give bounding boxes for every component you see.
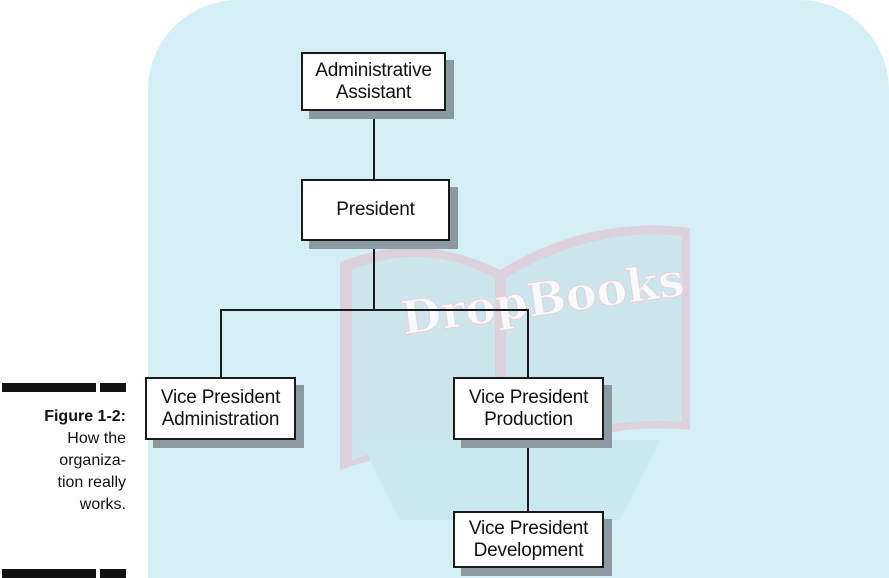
caption-bottom-rule <box>2 569 126 578</box>
node-president: President <box>301 179 450 241</box>
node-label-line: Vice President <box>160 386 281 408</box>
node-label-line: Administrative <box>315 59 432 81</box>
node-label-line: Development <box>473 539 584 561</box>
node-label-line: Administration <box>161 408 280 430</box>
caption-line: works. <box>79 496 126 513</box>
figure-label: Figure 1-2: <box>44 408 126 425</box>
node-label-line: Assistant <box>335 81 412 103</box>
node-label-line: Vice President <box>468 517 589 539</box>
node-vp-development: Vice President Development <box>453 511 604 568</box>
node-label-line: President <box>336 199 415 220</box>
node-label-line: Production <box>484 408 573 430</box>
node-administrative-assistant: Administrative Assistant <box>301 52 446 111</box>
figure-caption: Figure 1-2: How the organiza- tion reall… <box>0 406 126 516</box>
node-label-line: Vice President <box>468 386 589 408</box>
caption-line: organiza- <box>59 452 126 469</box>
caption-line: tion really <box>57 474 126 491</box>
caption-line: How the <box>67 430 126 447</box>
caption-top-rule <box>2 383 126 392</box>
node-vp-administration: Vice President Administration <box>145 377 296 440</box>
node-vp-production: Vice President Production <box>453 377 604 440</box>
